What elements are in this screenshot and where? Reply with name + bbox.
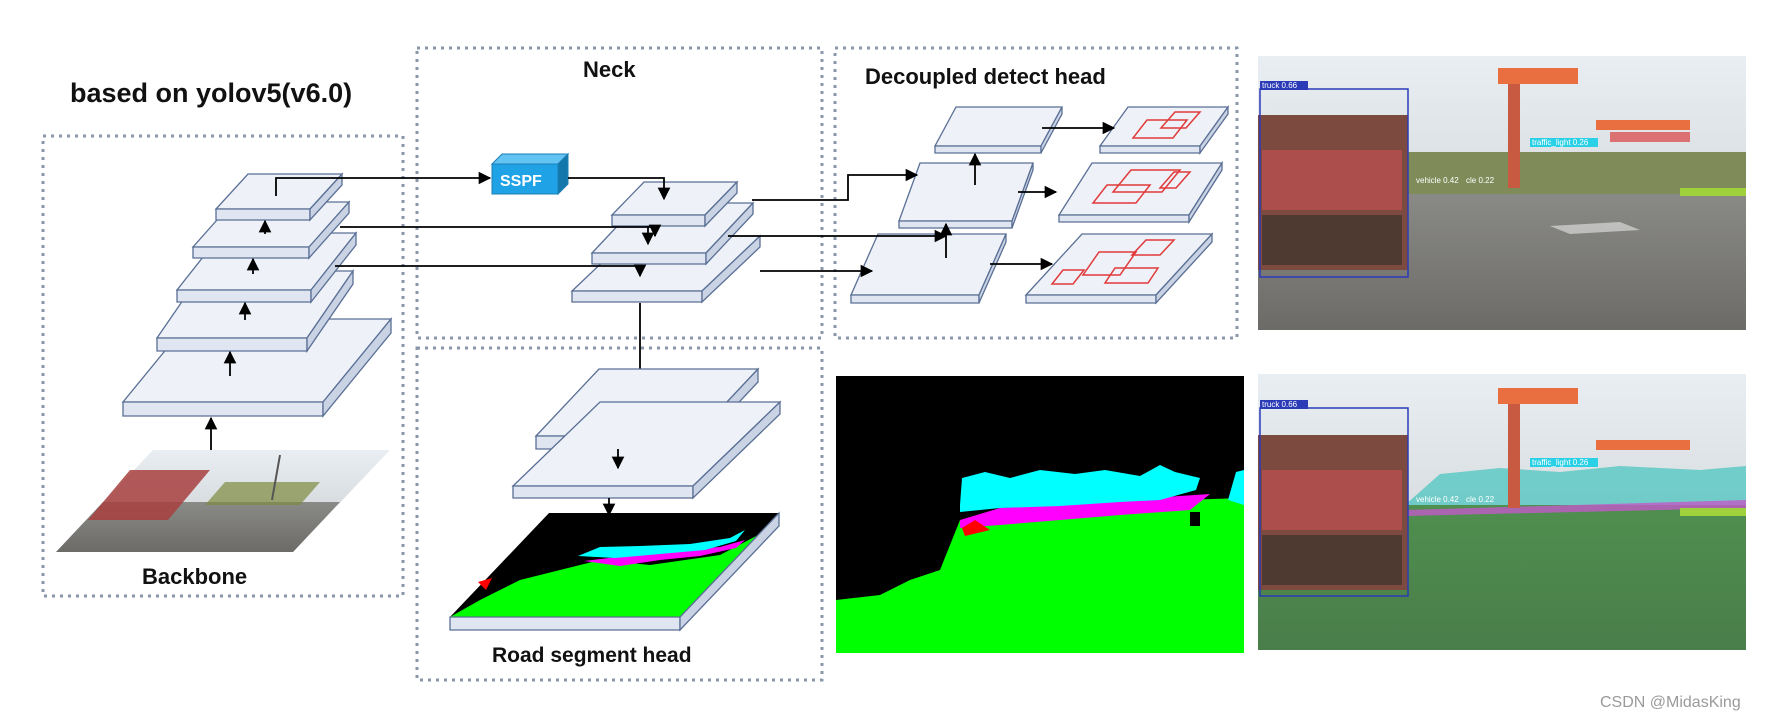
cle-bbox-label: cle 0.22 [1466, 176, 1495, 185]
segmentation-overlay-photo: truck 0.66 traffic_light 0.26 vehicle 0.… [1258, 374, 1746, 650]
seg-output-mask-skewed [449, 511, 780, 632]
seg-layer-2 [511, 400, 782, 500]
seg-head-section-box [415, 346, 824, 682]
sspf-label: SSPF [500, 173, 542, 190]
neck-section-box [415, 46, 824, 340]
vehicle-bbox-label: vehicle 0.42 [1416, 176, 1459, 185]
detect-output-large [1024, 232, 1214, 305]
detect-head-section-box [833, 46, 1239, 340]
backbone-layer-5 [214, 172, 344, 222]
diagram-title: based on yolov5(v6.0) [70, 78, 352, 108]
sspf-to-neck-arrow [568, 177, 671, 201]
traffic-light-bbox-label-overlay: traffic_light 0.26 [1532, 458, 1589, 467]
neck-layer-top [610, 180, 739, 228]
truck-bbox-overlay [1259, 407, 1409, 597]
seg-head-label: Road segment head [492, 644, 692, 667]
backbone-input-image [56, 450, 390, 552]
segmentation-mask [836, 376, 1244, 653]
backbone-label: Backbone [142, 564, 247, 589]
neck-to-detect-arrow-1 [752, 168, 919, 201]
backbone-to-sspf-arrow [275, 171, 492, 196]
detect-layer-middle [898, 162, 1034, 229]
sspf-block: SSPF [490, 152, 570, 196]
detection-photo: truck 0.66 traffic_light 0.26 vehicle 0.… [1258, 56, 1746, 330]
vehicle-bbox-label-overlay: vehicle 0.42 [1416, 495, 1459, 504]
detect-head-label: Decoupled detect head [865, 64, 1106, 89]
detect-layer-bottom [850, 233, 1007, 304]
truck-bbox-label-overlay: truck 0.66 [1262, 400, 1298, 409]
backbone-section-box [41, 134, 405, 598]
detect-output-medium [1057, 160, 1224, 225]
backbone-to-neck-arrow-2 [335, 264, 647, 278]
backbone-to-neck-arrow-1 [340, 224, 662, 238]
truck-bbox-label: truck 0.66 [1262, 81, 1298, 90]
detect-layer-top [933, 106, 1064, 154]
neck-label: Neck [583, 57, 636, 82]
watermark: CSDN @MidasKing [1600, 694, 1741, 711]
truck-bbox [1259, 88, 1409, 278]
traffic-light-bbox-label: traffic_light 0.26 [1532, 138, 1589, 147]
detect-output-small [1098, 104, 1230, 156]
cle-bbox-label-overlay: cle 0.22 [1466, 495, 1495, 504]
